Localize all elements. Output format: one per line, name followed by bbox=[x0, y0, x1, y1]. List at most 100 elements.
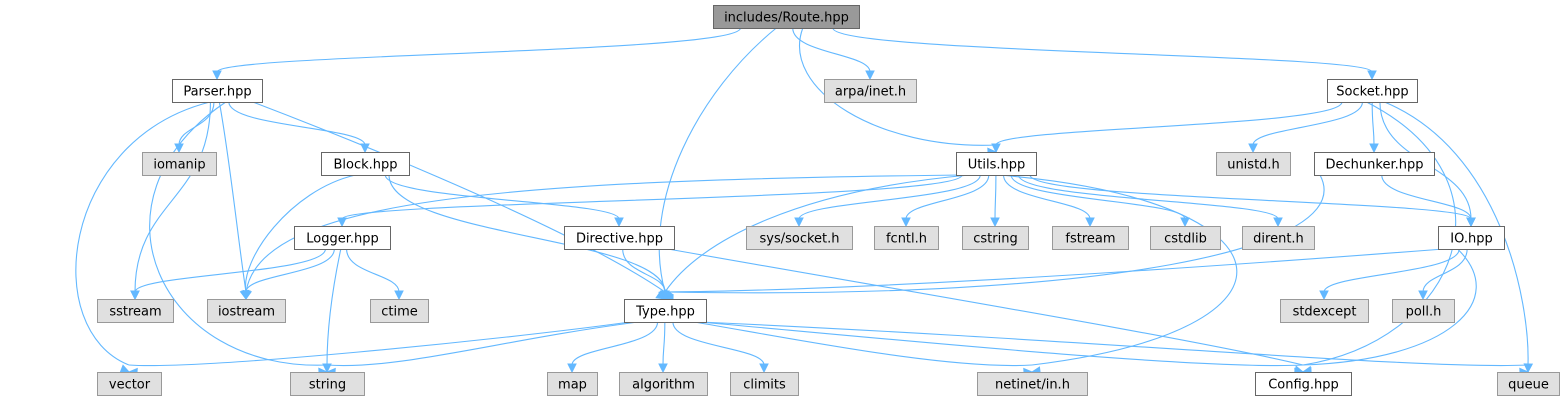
node-label: climits bbox=[743, 378, 786, 393]
node-label: fstream bbox=[1065, 232, 1115, 247]
node-label: Config.hpp bbox=[1268, 378, 1339, 393]
node-iomanip: iomanip bbox=[142, 152, 217, 176]
node-io[interactable]: IO.hpp bbox=[1438, 226, 1505, 250]
edge-route-to-parser bbox=[212, 27, 742, 81]
edge-parser-to-vector bbox=[75, 101, 211, 374]
edge-logger-to-sstream bbox=[130, 248, 326, 301]
node-label: Block.hpp bbox=[333, 158, 397, 173]
node-sstream: sstream bbox=[97, 299, 174, 323]
node-dechunker[interactable]: Dechunker.hpp bbox=[1314, 152, 1435, 176]
node-fstream: fstream bbox=[1052, 226, 1129, 250]
edge-route-to-type bbox=[658, 27, 777, 301]
edge-utils-to-cstring bbox=[990, 174, 1000, 228]
node-label: includes/Route.hpp bbox=[724, 11, 849, 26]
node-label: Socket.hpp bbox=[1336, 85, 1408, 100]
node-label: algorithm bbox=[632, 378, 695, 393]
node-queue: queue bbox=[1497, 372, 1560, 396]
node-climits: climits bbox=[730, 372, 799, 396]
node-socket[interactable]: Socket.hpp bbox=[1327, 79, 1418, 103]
node-label: dirent.h bbox=[1253, 232, 1304, 247]
edge-type-to-config bbox=[699, 321, 1305, 378]
edge-type-to-queue bbox=[699, 321, 1530, 378]
edge-utils-to-fcntl bbox=[901, 174, 990, 228]
node-label: cstdlib bbox=[1164, 232, 1207, 247]
edge-utils-to-syssocket bbox=[794, 174, 981, 228]
edge-route-to-arpa bbox=[792, 27, 875, 81]
node-fcntl: fcntl.h bbox=[874, 226, 939, 250]
node-ctime: ctime bbox=[370, 299, 429, 323]
edge-utils-to-fstream bbox=[1002, 174, 1095, 228]
node-label: IO.hpp bbox=[1450, 232, 1492, 247]
node-arpa: arpa/inet.h bbox=[824, 79, 917, 103]
node-label: Parser.hpp bbox=[183, 85, 251, 100]
node-stdexcept: stdexcept bbox=[1280, 299, 1369, 323]
edge-directive-to-type bbox=[622, 248, 670, 301]
node-unistd: unistd.h bbox=[1216, 152, 1291, 176]
edge-directive-to-config bbox=[667, 248, 1305, 375]
node-block[interactable]: Block.hpp bbox=[321, 152, 410, 176]
node-cstdlib: cstdlib bbox=[1150, 226, 1221, 250]
edge-layer bbox=[75, 27, 1534, 378]
node-label: fcntl.h bbox=[886, 232, 927, 247]
node-label: sstream bbox=[109, 305, 161, 320]
edge-parser-to-type bbox=[252, 101, 666, 300]
node-algorithm: algorithm bbox=[619, 372, 708, 396]
edge-logger-to-iostream bbox=[241, 248, 335, 301]
node-cstring: cstring bbox=[962, 226, 1029, 250]
edge-route-to-socket bbox=[832, 27, 1377, 81]
node-label: cstring bbox=[973, 232, 1017, 247]
node-utils[interactable]: Utils.hpp bbox=[956, 152, 1037, 176]
edge-io-to-stdexcept bbox=[1319, 248, 1460, 301]
edge-socket-to-utils bbox=[991, 101, 1343, 154]
edge-utils-to-dirent bbox=[1018, 174, 1283, 228]
node-config[interactable]: Config.hpp bbox=[1255, 372, 1352, 396]
edge-block-to-directive bbox=[384, 174, 624, 228]
node-type[interactable]: Type.hpp bbox=[624, 299, 707, 323]
node-label: arpa/inet.h bbox=[835, 85, 906, 100]
edge-socket-to-unistd bbox=[1248, 101, 1364, 154]
node-label: Directive.hpp bbox=[576, 232, 663, 247]
node-route[interactable]: includes/Route.hpp bbox=[713, 5, 860, 29]
node-label: stdexcept bbox=[1293, 305, 1357, 320]
edge-type-to-climits bbox=[672, 321, 769, 374]
edge-socket-to-config bbox=[1301, 101, 1457, 376]
node-label: Utils.hpp bbox=[968, 158, 1025, 173]
node-label: Logger.hpp bbox=[306, 232, 379, 247]
node-label: vector bbox=[109, 378, 151, 393]
node-logger[interactable]: Logger.hpp bbox=[294, 226, 391, 250]
node-label: sys/socket.h bbox=[759, 232, 839, 247]
node-label: netinet/in.h bbox=[995, 378, 1070, 393]
node-label: string bbox=[309, 378, 346, 393]
node-label: poll.h bbox=[1406, 305, 1442, 320]
edge-type-to-algorithm bbox=[658, 321, 668, 374]
node-syssocket: sys/socket.h bbox=[746, 226, 853, 250]
edge-parser-to-block bbox=[228, 101, 370, 154]
edge-utils-to-io bbox=[1029, 174, 1476, 228]
edge-parser-to-iostream bbox=[218, 101, 250, 301]
node-label: queue bbox=[1508, 378, 1549, 393]
node-label: Type.hpp bbox=[635, 305, 695, 320]
node-label: iomanip bbox=[153, 158, 205, 173]
edge-type-to-string bbox=[325, 321, 639, 378]
edge-dechunker-to-io bbox=[1381, 174, 1476, 228]
node-parser[interactable]: Parser.hpp bbox=[172, 79, 263, 103]
node-label: unistd.h bbox=[1227, 158, 1280, 173]
node-map: map bbox=[547, 372, 598, 396]
node-iostream: iostream bbox=[207, 299, 286, 323]
node-label: ctime bbox=[381, 305, 418, 320]
edge-logger-to-string bbox=[322, 248, 342, 374]
edge-type-to-map bbox=[567, 321, 659, 374]
edge-socket-to-dechunker bbox=[1369, 101, 1379, 154]
node-string: string bbox=[290, 372, 365, 396]
node-label: iostream bbox=[218, 305, 275, 320]
node-dirent: dirent.h bbox=[1242, 226, 1315, 250]
node-netinet: netinet/in.h bbox=[977, 372, 1088, 396]
node-poll: poll.h bbox=[1392, 299, 1455, 323]
node-label: Dechunker.hpp bbox=[1326, 158, 1424, 173]
edge-io-to-poll bbox=[1418, 248, 1468, 301]
node-label: map bbox=[558, 378, 587, 393]
node-directive[interactable]: Directive.hpp bbox=[564, 226, 675, 250]
edge-logger-to-ctime bbox=[346, 248, 404, 301]
